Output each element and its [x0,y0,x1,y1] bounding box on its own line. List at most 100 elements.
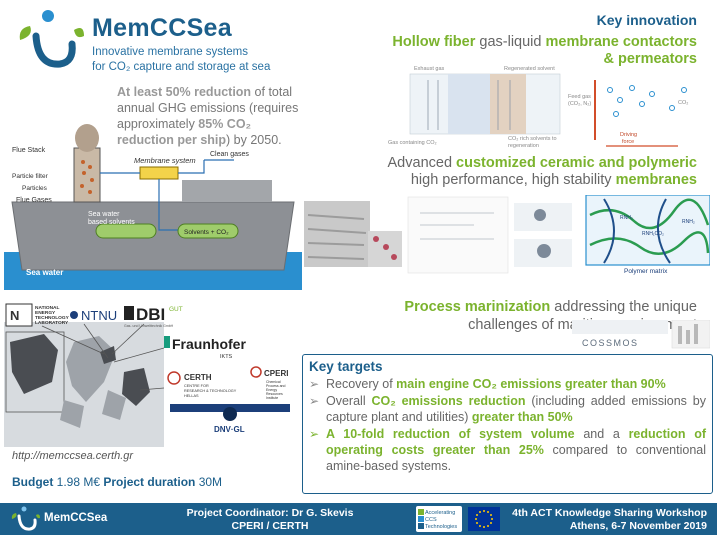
solvents-co2-tank [177,223,239,239]
label-driving-1: Driving [620,132,637,138]
footer-logo-icon [11,506,40,531]
label-sea-water-solvents-1: Sea water [88,211,120,218]
cperi-sub-5: Institute [266,396,278,400]
label-sea-water: Sea water [26,268,63,277]
certh-text: CERTH [184,373,212,382]
footer-project-name: MemCCSea [44,512,108,524]
polymer-matrix-panel [585,195,710,266]
target-3-text-2: compared to conventional amine-based sys… [326,443,706,473]
label-rnh2-1: RNH₂ [620,215,633,221]
arrow-icon: ➢ [309,427,320,441]
advanced-membranes-text: Advanced customized ceramic and polymeri… [367,155,697,189]
label-regeneration: regeneration [508,143,539,149]
advanced-bold-2: membranes [615,172,697,188]
act-text-3: Technologies [425,524,458,530]
act-logo-icon [418,509,424,529]
certh-logo-icon [167,371,181,385]
ship-deckhouse [182,180,272,202]
target-2-bold-2: greater than 50% [471,410,573,424]
membrane-contactor-figure: Exhaust gas Regenerated solvent Gas cont… [388,66,688,149]
key-targets-heading: Key targets [309,359,383,374]
membrane-system-box [139,166,179,180]
label-rnhco2: RNH₁CO₂ [642,231,664,237]
ntnu-logo-icon [70,311,78,319]
hollow-bold-3: & permeators [603,51,697,67]
logo-tagline-2: for CO₂ capture and storage at sea [92,61,271,73]
svg-text:N: N [10,308,19,323]
dbi-text: DBI [136,305,165,324]
partners-map: N NATIONAL ENERGY TECHNOLOGY LABORATORY … [4,303,290,447]
ntnu-text: NTNU [81,308,117,323]
budget-value: 1.98 M€ [53,475,104,489]
cperi-sub-3: Energy [266,388,277,392]
label-solvents-co2: Solvents + CO₂ [184,229,229,236]
target-1-bold-1: main engine CO₂ emissions greater than 9… [396,377,666,391]
dbi-subtitle: Gas- und Umwelttechnik GmbH [124,324,174,328]
target-item-2: ➢ Overall CO₂ emissions reduction (inclu… [309,393,706,425]
footer-coordinator: Project Coordinator: Dr G. Skevis CPERI … [150,507,390,533]
cperi-logo-icon [250,366,262,378]
footer-coord-line-2: CPERI / CERTH [231,520,309,532]
target-3-text-1: and a [574,427,629,441]
memccsea-logo-icon [19,10,84,68]
hollow-bold-1: Hollow fiber [392,34,476,50]
label-polymer-matrix: Polymer matrix [624,268,668,275]
cperi-sub-4: Resources [266,392,283,396]
act-text-2: CCS [425,517,437,523]
dnv-gl-logo-icon [223,407,237,421]
target-3-bold-1: A 10-fold reduction of system volume [326,427,575,441]
dnv-gl-text: DNV·GL [214,425,245,434]
act-logo: Accelerating CCS Technologies [416,506,462,532]
memccsea-logo: MemCCSea Innovative membrane systems for… [8,6,288,76]
label-particle-filter: Particle filter [12,173,49,180]
eu-stars-icon [475,510,493,528]
arrow-icon: ➢ [309,377,320,391]
flue-stack [73,147,101,203]
footer-coord-line-1: Project Coordinator: Dr G. Skevis [186,507,354,519]
netl-text-2: ENERGY [35,310,56,316]
target-3-bold-2: reduction of operating costs greater tha… [326,427,707,457]
target-2-bold-1: CO₂ emissions reduction [371,394,526,408]
cperi-sub-1: Chemical [266,380,281,384]
advanced-text-1: Advanced [387,155,457,171]
label-clean-gases: Clean gases [210,151,249,158]
reduction-bold-2: 85% CO₂ reduction per ship [117,117,252,147]
key-targets-box: Key targets ➢ Recovery of main engine CO… [302,354,713,494]
target-2-text-1: Overall [326,394,372,408]
cossmos-text: COSSMOS [582,338,639,348]
certh-sub-1: CENTRE FOR [184,384,209,388]
dbi-gut-text: GUT [169,306,183,313]
label-gas-containing-co2: Gas containing CO₂ [388,140,437,146]
advanced-text-2: high performance, high stability [410,172,616,188]
cossmos-logo: COSSMOS [572,320,710,349]
label-co2-rich: CO₂ rich solvents to [508,136,557,142]
label-membrane-system: Membrane system [134,156,196,165]
netl-text-3: TECHNOLOGY [35,315,70,321]
usa-map-shape [10,334,58,394]
key-innovation-heading: Key innovation [596,12,697,28]
act-text-1: Accelerating [425,510,456,516]
dbi-logo-icon [124,306,134,320]
fraunhofer-logo-icon [164,336,170,348]
hollow-fiber-text: Hollow fiber gas-liquid membrane contact… [377,34,697,68]
label-co2: CO₂ [678,100,688,106]
reduction-text-1: of total annual GHG emissions (requires … [117,85,299,131]
cperi-sub-2: Process and [266,384,286,388]
label-feed-gas-1: Feed gas [568,94,591,100]
hollow-text-1: gas-liquid [475,34,546,50]
membrane-materials-figure: RNH₂ RNH₁CO₂ RNH₂ Polymer matrix [304,195,710,275]
budget-line: Budget 1.98 M€ Project duration 30M [12,475,222,489]
netl-text-1: NATIONAL [35,305,59,311]
label-driving-2: force [622,139,634,145]
target-2-text-2: (including added emissions by capture pl… [326,394,706,424]
project-url[interactable]: http://memccsea.certh.gr [12,450,134,462]
footer-workshop: 4th ACT Knowledge Sharing Workshop Athen… [507,507,707,533]
process-bold-1: Process marinization [404,299,551,315]
label-exhaust-gas: Exhaust gas [414,66,445,72]
reduction-bold-1: At least 50% reduction [117,85,252,99]
logo-tagline-1: Innovative membrane systems [92,46,248,58]
cperi-text: CPERI [264,369,288,378]
process-text-1: addressing the unique [550,299,697,315]
target-item-1: ➢ Recovery of main engine CO₂ emissions … [309,376,706,392]
eu-flag [468,507,500,531]
